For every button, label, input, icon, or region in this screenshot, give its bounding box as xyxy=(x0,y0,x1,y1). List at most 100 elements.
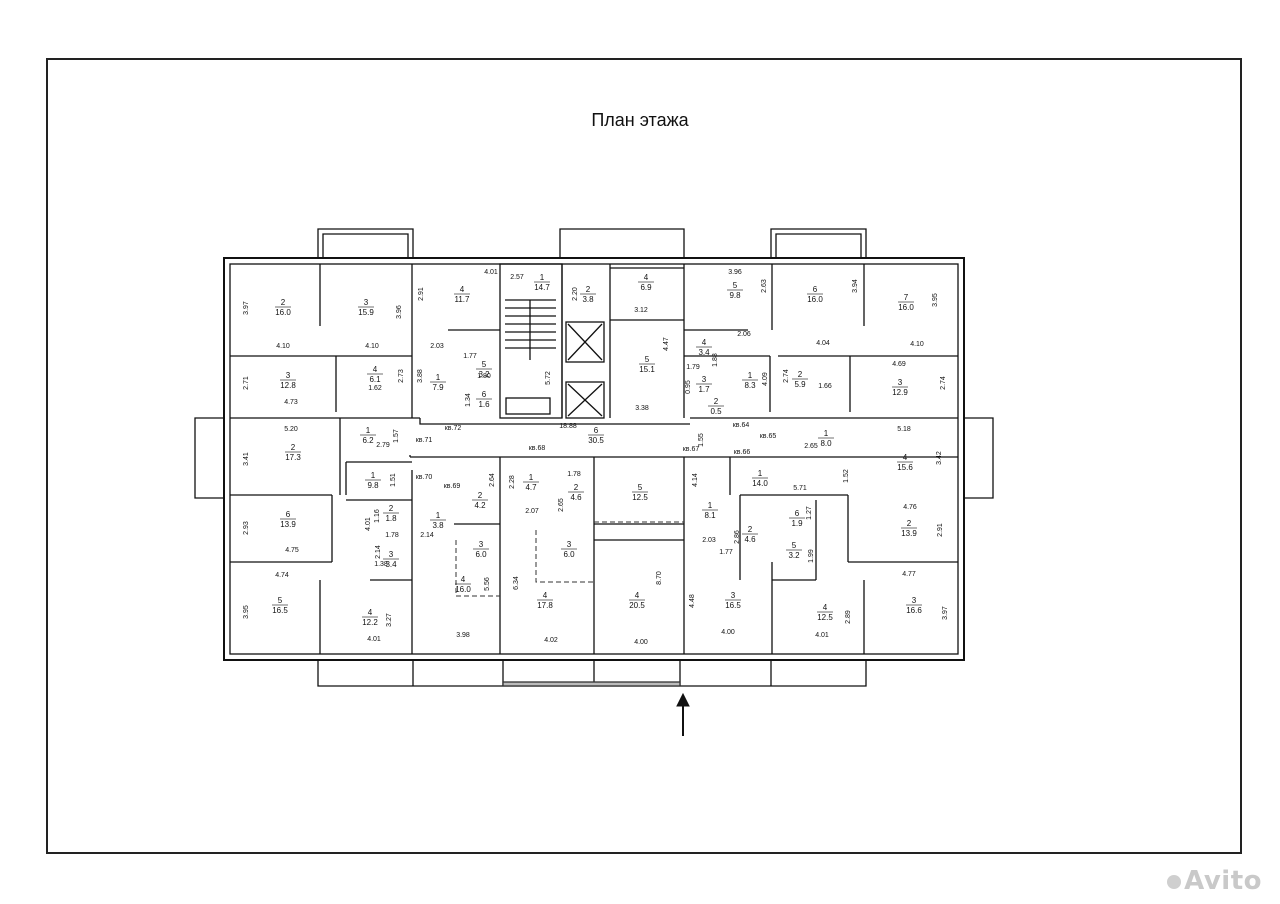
watermark-text: Avito xyxy=(1184,866,1262,896)
dimension-label: 3.97 xyxy=(942,606,949,620)
room-number: 2 xyxy=(291,443,296,452)
dimension-label: 4.00 xyxy=(634,639,648,646)
dimension-label: 2.93 xyxy=(243,521,250,535)
dimension-label: 2.91 xyxy=(418,287,425,301)
room-number: 1 xyxy=(758,469,763,478)
dimension-label: 3.95 xyxy=(243,605,250,619)
balcony-left xyxy=(194,417,224,499)
room-area: 9.8 xyxy=(729,291,741,300)
dimension-label: 4.09 xyxy=(762,372,769,386)
room-area: 4.7 xyxy=(525,483,537,492)
room-a3-r1: 16.2 xyxy=(360,426,376,445)
room-number: 3 xyxy=(364,298,369,307)
room-a4-r4: 412.2 xyxy=(362,608,378,627)
room-e-r2: 24.6 xyxy=(568,483,584,502)
room-area: 17.8 xyxy=(537,601,553,610)
room-d-r2: 24.2 xyxy=(472,491,488,510)
apartment-label: кв.66 xyxy=(734,449,751,456)
room-c2-r3b: 312.9 xyxy=(892,378,908,397)
room-number: 1 xyxy=(371,471,376,480)
room-area: 16.0 xyxy=(455,585,471,594)
room-area: 4.6 xyxy=(570,493,582,502)
room-area: 3.2 xyxy=(788,551,800,560)
room-a4-r3: 33.4 xyxy=(383,550,399,569)
room-area: 3.2 xyxy=(478,370,490,379)
apartment-label: кв.67 xyxy=(683,446,700,453)
room-area: 0.5 xyxy=(710,407,722,416)
dimension-label: 2.91 xyxy=(937,523,944,537)
apartment-label: кв.64 xyxy=(733,422,750,429)
room-number: 2 xyxy=(586,285,591,294)
room-area: 1.7 xyxy=(698,385,710,394)
apartment-label: кв.69 xyxy=(444,483,461,490)
room-number: 2 xyxy=(714,397,719,406)
room-number: 5 xyxy=(733,281,738,290)
room-e-r4: 417.8 xyxy=(537,591,553,610)
dimension-label: 4.74 xyxy=(275,572,289,579)
dimension-label: 1.66 xyxy=(818,383,832,390)
room-number: 3 xyxy=(898,378,903,387)
room-d-r3: 36.0 xyxy=(473,540,489,559)
dimension-label: 4.75 xyxy=(285,547,299,554)
room-number: 1 xyxy=(436,511,441,520)
elevator-1 xyxy=(565,321,605,363)
room-area: 7.9 xyxy=(432,383,444,392)
room-a4-r5: 516.5 xyxy=(272,596,288,615)
room-number: 4 xyxy=(373,365,378,374)
room-number: 3 xyxy=(567,540,572,549)
room-c2-r4: 43.4 xyxy=(696,338,712,357)
room-area: 16.5 xyxy=(725,601,741,610)
dimension-label: 5.18 xyxy=(897,426,911,433)
room-b1-r4: 46.9 xyxy=(638,273,654,292)
corridor-wall-top xyxy=(230,417,958,425)
room-area: 12.8 xyxy=(280,381,296,390)
dimension-label: 2.89 xyxy=(845,610,852,624)
apartment-label: кв.70 xyxy=(416,474,433,481)
dimension-label: 4.73 xyxy=(284,399,298,406)
dimension-label: 1.62 xyxy=(368,385,382,392)
room-number: 4 xyxy=(460,285,465,294)
room-number: 2 xyxy=(389,504,394,513)
dimension-label: 4.01 xyxy=(484,269,498,276)
dimension-label: 1.51 xyxy=(390,473,397,487)
dimension-label: 2.28 xyxy=(509,475,516,489)
dimension-label: 1.52 xyxy=(843,469,850,483)
room-g-r2: 24.6 xyxy=(742,525,758,544)
dimension-label: 1.34 xyxy=(465,393,472,407)
room-number: 2 xyxy=(478,491,483,500)
dimension-label: 2.74 xyxy=(940,376,947,390)
balcony-right xyxy=(964,417,994,499)
dimension-label: 2.71 xyxy=(243,376,250,390)
room-area: 3.4 xyxy=(385,560,397,569)
dimension-label: 4.14 xyxy=(692,473,699,487)
dimension-label: 4.69 xyxy=(892,361,906,368)
room-area: 1.9 xyxy=(791,519,803,528)
room-area: 1.8 xyxy=(385,514,397,523)
room-number: 1 xyxy=(436,373,441,382)
room-a1-r2: 216.0 xyxy=(275,298,291,317)
room-h-r3: 316.6 xyxy=(906,596,922,615)
room-area: 16.5 xyxy=(272,606,288,615)
room-a2-r5: 53.2 xyxy=(476,360,492,379)
dimension-label: 3.12 xyxy=(634,307,648,314)
dimension-label: 4.01 xyxy=(815,632,829,639)
dimension-label: 2.20 xyxy=(572,287,579,301)
room-d-r4: 416.0 xyxy=(455,575,471,594)
entrance-canopy xyxy=(502,681,681,687)
dimension-label: 4.10 xyxy=(276,343,290,350)
apartment-label: кв.72 xyxy=(445,425,462,432)
room-area: 15.6 xyxy=(897,463,913,472)
apartment-label: кв.65 xyxy=(760,433,777,440)
room-area: 3.8 xyxy=(432,521,444,530)
room-number: 5 xyxy=(482,360,487,369)
room-e-r1: 14.7 xyxy=(523,473,539,492)
dimension-label: 2.07 xyxy=(525,508,539,515)
dimension-label: 3.94 xyxy=(852,279,859,293)
dimension-label: 1.57 xyxy=(393,429,400,443)
room-area: 15.9 xyxy=(358,308,374,317)
room-area: 15.1 xyxy=(639,365,655,374)
room-c2-r2b: 25.9 xyxy=(792,370,808,389)
dimension-label: 3.95 xyxy=(932,293,939,307)
